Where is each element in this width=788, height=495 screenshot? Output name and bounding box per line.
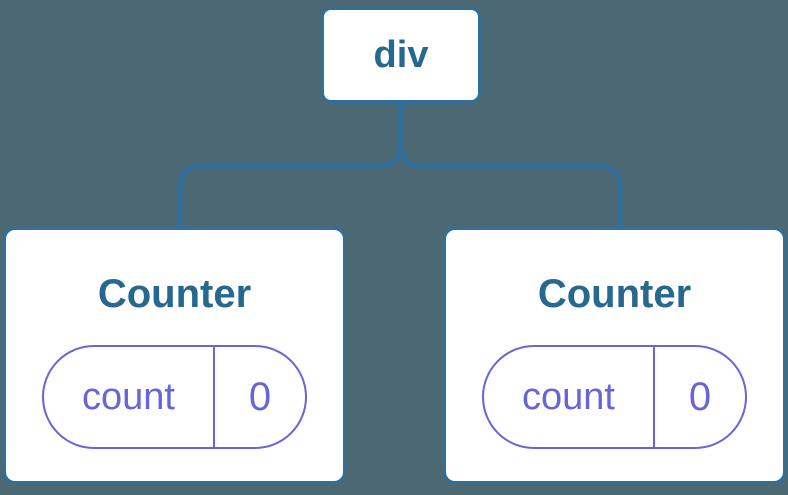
state-key-label: count	[82, 375, 175, 418]
state-pill: count 0	[482, 345, 747, 449]
component-name-label: Counter	[97, 272, 252, 316]
state-value-label: 0	[213, 347, 305, 447]
state-pill: count 0	[42, 345, 307, 449]
state-key-label: count	[522, 375, 615, 418]
state-value-label: 0	[653, 347, 745, 447]
tree-node-counter-left: Counter count 0	[3, 227, 346, 484]
root-node-label: div	[373, 33, 429, 76]
tree-node-root: div	[321, 7, 481, 103]
component-name-label: Counter	[537, 272, 692, 316]
connector-root-to-right-child	[398, 100, 623, 230]
tree-node-counter-right: Counter count 0	[443, 227, 786, 484]
connector-root-to-left-child	[177, 100, 403, 230]
